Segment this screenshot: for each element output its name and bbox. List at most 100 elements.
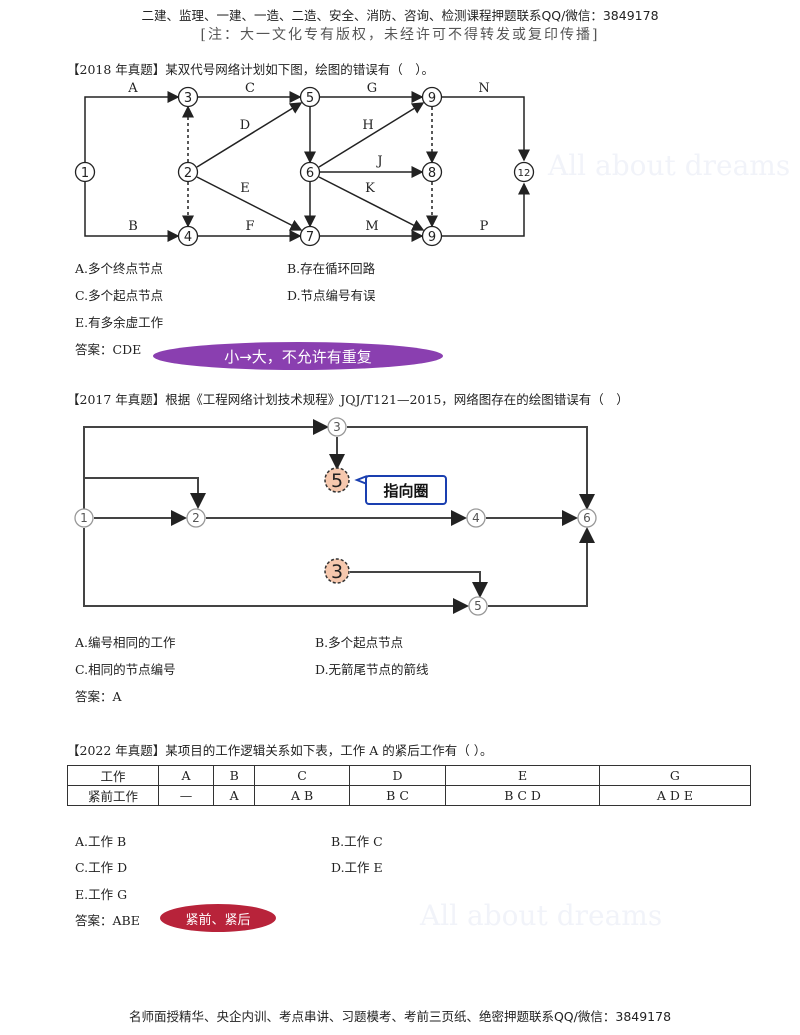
svg-text:5: 5 — [474, 599, 482, 613]
table-row: 紧前工作 — A A B B C B C D A D E — [67, 785, 752, 806]
table-cell: E — [445, 765, 600, 786]
svg-text:2: 2 — [192, 511, 200, 525]
table-cell: B — [212, 765, 256, 786]
q1-option-d: D.节点编号有误 — [287, 288, 376, 303]
node-9-top: 9 — [421, 86, 443, 108]
watermark: All about dreams — [420, 899, 663, 932]
svg-text:12: 12 — [518, 168, 531, 179]
edge-label-G: G — [367, 81, 377, 96]
q1-note-banner: 小→大，不允许有重复 — [153, 342, 443, 370]
node-2: 2 — [177, 161, 199, 183]
edge-label-F: F — [245, 219, 254, 234]
q3-option-e: E.工作 G — [75, 887, 128, 902]
node-8: 8 — [421, 161, 443, 183]
q1-option-c: C.多个起点节点 — [75, 288, 164, 303]
svg-text:8: 8 — [428, 166, 436, 181]
edge-label-P: P — [480, 219, 489, 234]
edge-label-M: M — [365, 219, 378, 234]
table-cell: B C D — [445, 785, 600, 806]
svg-text:3: 3 — [184, 91, 192, 106]
edge-label-D: D — [240, 118, 250, 133]
table-cell: A — [212, 785, 256, 806]
edge-label-A: A — [127, 81, 138, 96]
watermark: All about dreams — [548, 149, 791, 182]
edge-label-K: K — [365, 181, 375, 196]
svg-text:7: 7 — [306, 230, 314, 245]
svg-text:4: 4 — [472, 511, 480, 525]
callout-pointing-circle: 指向圈 — [354, 475, 447, 505]
node-5-highlighted: 5 — [324, 467, 350, 493]
node-5-bottom: 5 — [468, 596, 488, 616]
node-5: 5 — [299, 86, 321, 108]
node-12: 12 — [513, 161, 535, 183]
table-cell: 工作 — [67, 765, 159, 786]
node-4: 4 — [466, 508, 486, 528]
table-row: 工作 A B C D E G — [67, 765, 752, 786]
header-contact: 二建、监理、一建、一造、二造、安全、消防、咨询、检测课程押题联系QQ/微信：38… — [141, 8, 659, 23]
table-cell: — — [158, 785, 214, 806]
node-4: 4 — [177, 225, 199, 247]
q1-answer: 答案：CDE — [75, 342, 142, 357]
table-cell: A B — [254, 785, 350, 806]
footer-contact: 名师面授精华、央企内训、考点串讲、习题模考、考前三页纸、绝密押题联系QQ/微信：… — [128, 1009, 672, 1024]
q2-answer: 答案：A — [75, 689, 122, 704]
svg-text:6: 6 — [583, 511, 591, 525]
svg-text:4: 4 — [184, 230, 192, 245]
q2-title: 【2017 年真题】根据《工程网络计划技术规程》JQJ/T121—2015，网络… — [67, 392, 629, 407]
svg-text:1: 1 — [81, 166, 89, 181]
q1-option-a: A.多个终点节点 — [75, 261, 164, 276]
q2-arrows — [83, 419, 595, 614]
svg-text:5: 5 — [331, 470, 343, 492]
q3-option-c: C.工作 D — [75, 860, 128, 875]
node-2: 2 — [186, 508, 206, 528]
q1-arrows — [84, 91, 530, 242]
edge-label-H: H — [362, 118, 373, 133]
svg-text:9: 9 — [428, 230, 436, 245]
node-3-top: 3 — [327, 417, 347, 437]
node-9-bottom: 9 — [421, 225, 443, 247]
edge-label-J: J — [375, 154, 382, 169]
node-7: 7 — [299, 225, 321, 247]
q3-title: 【2022 年真题】某项目的工作逻辑关系如下表，工作 A 的紧后工作有（ ）。 — [67, 743, 493, 758]
svg-text:5: 5 — [306, 91, 314, 106]
node-1: 1 — [74, 161, 96, 183]
edge-label-E: E — [240, 181, 250, 196]
node-3-highlighted: 3 — [324, 558, 350, 584]
q3-note-banner: 紧前、紧后 — [160, 904, 276, 932]
q3-answer: 答案：ABE — [75, 913, 140, 928]
svg-text:9: 9 — [428, 91, 436, 106]
q1-title: 【2018 年真题】某双代号网络计划如下图，绘图的错误有（ ）。 — [67, 62, 435, 77]
svg-text:6: 6 — [306, 166, 314, 181]
q1-option-e: E.有多余虚工作 — [75, 315, 164, 330]
q3-option-a: A.工作 B — [75, 834, 127, 849]
svg-text:3: 3 — [331, 561, 343, 583]
q3-option-b: B.工作 C — [331, 834, 383, 849]
svg-text:1: 1 — [80, 511, 88, 525]
edge-label-C: C — [245, 81, 255, 96]
svg-text:指向圈: 指向圈 — [383, 482, 428, 500]
table-cell: B C — [348, 785, 447, 806]
q2-option-a: A.编号相同的工作 — [75, 635, 176, 650]
table-cell: D — [348, 765, 447, 786]
q2-option-b: B.多个起点节点 — [315, 635, 404, 650]
node-3: 3 — [177, 86, 199, 108]
edge-label-N: N — [478, 81, 489, 96]
q3-option-d: D.工作 E — [331, 860, 383, 875]
table-cell: G — [598, 765, 752, 786]
table-cell: 紧前工作 — [67, 785, 159, 806]
svg-text:3: 3 — [333, 420, 341, 434]
table-cell: A — [158, 765, 214, 786]
table-cell: A D E — [598, 785, 752, 806]
q2-option-d: D.无箭尾节点的箭线 — [315, 662, 429, 677]
header-copyright: [注：大一文化专有版权，未经许可不得转发或复印传播] — [200, 27, 600, 43]
q1-option-b: B.存在循环回路 — [287, 261, 376, 276]
node-6: 6 — [299, 161, 321, 183]
logic-table: 工作 A B C D E G 紧前工作 — A A B B C B C D A … — [67, 765, 752, 806]
svg-text:2: 2 — [184, 166, 192, 181]
node-1: 1 — [74, 508, 94, 528]
q2-option-c: C.相同的节点编号 — [75, 662, 176, 677]
node-6: 6 — [577, 508, 597, 528]
edge-label-B: B — [128, 219, 138, 234]
